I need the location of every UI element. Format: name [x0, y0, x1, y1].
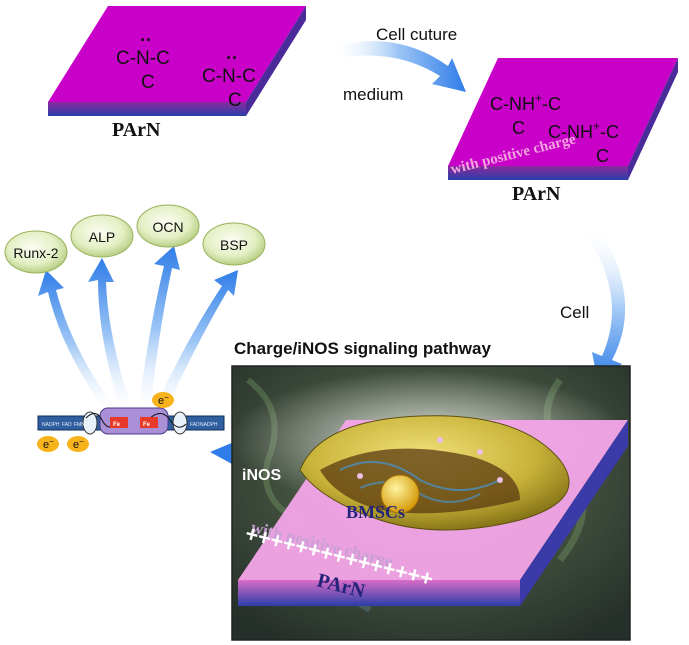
substrate-top-right: C-NH+-C C C-NH+-C C with positive charge…	[448, 58, 678, 205]
substrate-front-face	[48, 102, 246, 116]
substrate-top-face	[48, 6, 306, 102]
charged-formula-tail: -C	[600, 122, 619, 142]
heme-left	[110, 417, 128, 428]
electron-charge: −	[164, 393, 169, 402]
formula-dots-2: ··	[226, 48, 238, 68]
dna-strand	[359, 481, 481, 503]
marker-runx2: Runx-2	[4, 230, 68, 274]
segment-label: Fe	[113, 422, 121, 428]
substrate-side-face	[246, 6, 306, 116]
culture-arrow: Cell cuture medium	[330, 25, 466, 104]
cell-arrow: Cell	[560, 226, 626, 384]
heme-right	[140, 417, 158, 428]
segment-label: NADPH	[42, 422, 60, 428]
segment-label: FMN	[74, 422, 85, 428]
charged-formula-sub-2: C	[596, 146, 609, 166]
charged-formula-row-1: C-NH+-C	[490, 91, 561, 114]
marker-label: Runx-2	[13, 245, 58, 261]
electron-charge: −	[79, 437, 84, 446]
arrow-to-bsp	[152, 270, 238, 414]
arrow-label-line2: medium	[343, 85, 403, 104]
arrow-to-runx2	[38, 270, 120, 414]
material-label-top-right: PArN	[512, 183, 561, 205]
enzyme-joint-right	[172, 411, 188, 435]
electron-oval	[37, 436, 59, 452]
cell-label: BMSCs	[346, 502, 405, 522]
marker-label: ALP	[89, 229, 115, 245]
formula-sub-2: C	[228, 90, 242, 111]
dna-strand	[339, 461, 501, 491]
segment-label: Fe	[143, 422, 151, 428]
electron-bottom-right: e−	[67, 436, 89, 452]
marker-oval	[70, 214, 134, 258]
culture-arrow-body	[330, 41, 466, 92]
charged-formula-sub-1: C	[512, 118, 525, 138]
marker-arrows	[38, 246, 238, 414]
material-label-top-left: PArN	[112, 119, 161, 141]
electron-charge: −	[49, 437, 54, 446]
substrate-front-face	[448, 166, 628, 180]
inos-enzyme: NADPH FAD FMN Fe Fe FAD NADPH e− e− e−	[37, 392, 225, 452]
vesicle	[497, 477, 503, 483]
marker-bsp: BSP	[202, 222, 266, 266]
charged-formula-main: C-NH	[548, 122, 593, 142]
enzyme-loop-right	[149, 413, 187, 428]
electron-top: e−	[152, 392, 174, 408]
marker-label: BSP	[220, 237, 248, 253]
marker-label: OCN	[152, 219, 183, 235]
electron-symbol: e	[73, 439, 79, 451]
charged-substrate-front	[238, 580, 520, 606]
marker-oval	[4, 230, 68, 274]
electron-bottom-left: e−	[37, 436, 59, 452]
electron-oval	[67, 436, 89, 452]
electron-symbol: e	[43, 439, 49, 451]
charged-formula-main: C-NH	[490, 94, 535, 114]
electron-symbol: e	[158, 395, 164, 407]
charged-formula-sup: +	[535, 91, 542, 105]
electron-label: e−	[73, 437, 84, 451]
arrow-to-alp	[88, 258, 134, 414]
vesicle	[437, 437, 443, 443]
cell-arrow-label: Cell	[560, 303, 589, 322]
substrate-side-face	[628, 58, 678, 180]
marker-ocn: OCN	[136, 204, 200, 248]
inos-label: iNOS	[242, 467, 281, 484]
charged-formula-row-2: C-NH+-C	[548, 119, 619, 142]
segment-label: FAD	[62, 422, 72, 428]
cell-arrow-body	[586, 226, 626, 384]
vesicle	[357, 473, 363, 479]
substrate-top-left: C-N-C ·· C C-N-C ·· C PArN	[48, 6, 306, 141]
signaling-panel: with positive charge +++++++++++++++ PAr…	[230, 365, 631, 641]
marker-alp: ALP	[70, 214, 134, 258]
arrow-label-line1: Cell cuture	[376, 25, 457, 44]
substrate-top-face	[448, 58, 678, 166]
arrow-to-ocn	[138, 246, 180, 414]
formula-row-2: C-N-C	[202, 66, 256, 87]
panel-title: Charge/iNOS signaling pathway	[234, 339, 491, 358]
charged-substrate-side	[520, 420, 628, 606]
formula-row-1: C-N-C	[116, 48, 170, 69]
vesicle	[477, 449, 483, 455]
nucleus	[380, 474, 420, 514]
electron-label: e−	[158, 393, 169, 407]
electron-oval	[152, 392, 174, 408]
charged-formula-tail: -C	[542, 94, 561, 114]
marker-oval	[202, 222, 266, 266]
formula-dots-1: ··	[140, 30, 152, 50]
marker-oval	[136, 204, 200, 248]
electron-label: e−	[43, 437, 54, 451]
segment-label: NADPH	[200, 422, 218, 428]
formula-sub-1: C	[141, 72, 155, 93]
segment-label: FAD	[190, 422, 200, 428]
charged-formula-sup: +	[593, 119, 600, 133]
